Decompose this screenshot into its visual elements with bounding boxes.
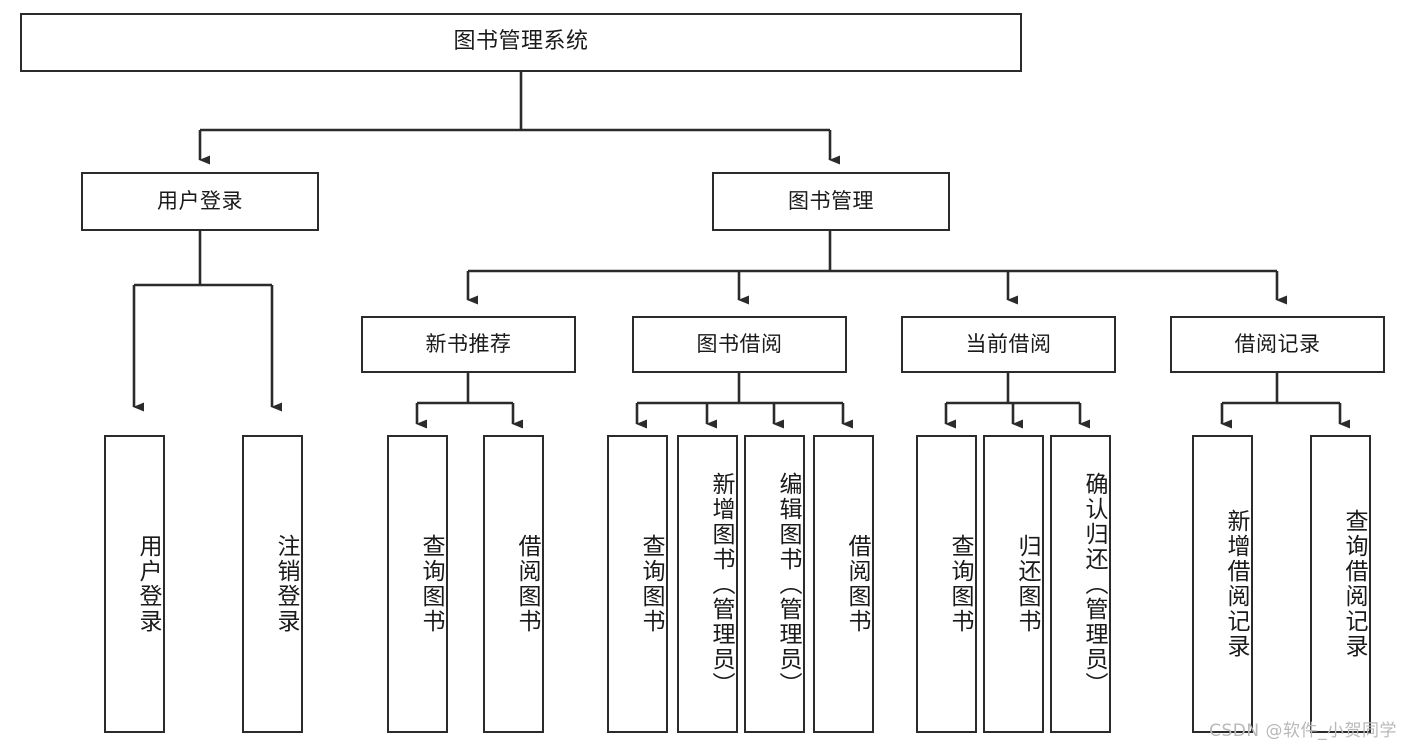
node-label: 用户登录 — [157, 188, 243, 213]
node-label: 查询图书 — [638, 534, 664, 634]
node-user-login[interactable]: 用户登录 — [81, 172, 319, 231]
node-book-borrow[interactable]: 图书借阅 — [632, 316, 847, 373]
node-leaf-query-book-1[interactable]: 查询图书 — [387, 435, 448, 733]
node-borrow-record[interactable]: 借阅记录 — [1170, 316, 1385, 373]
node-leaf-query-book-3[interactable]: 查询图书 — [916, 435, 977, 733]
node-label: 用户登录 — [135, 534, 161, 634]
node-label: 图书借阅 — [696, 331, 783, 356]
node-leaf-return-book[interactable]: 归还图书 — [983, 435, 1044, 733]
node-leaf-query-book-2[interactable]: 查询图书 — [607, 435, 668, 733]
node-label: 查询图书 — [418, 534, 444, 634]
node-current-borrow[interactable]: 当前借阅 — [901, 316, 1116, 373]
node-label: 借阅图书 — [514, 534, 540, 634]
node-label: 借阅记录 — [1234, 331, 1321, 356]
node-new-book-recommend[interactable]: 新书推荐 — [361, 316, 576, 373]
node-label: 新增图书（管理员） — [708, 471, 734, 697]
node-leaf-edit-book[interactable]: 编辑图书（管理员） — [744, 435, 805, 733]
node-label: 图书管理 — [788, 188, 874, 213]
node-label: 归还图书 — [1014, 534, 1040, 634]
node-leaf-borrow-book-1[interactable]: 借阅图书 — [483, 435, 544, 733]
node-label: 编辑图书（管理员） — [775, 471, 801, 697]
node-book-management[interactable]: 图书管理 — [712, 172, 950, 231]
node-label: 查询借阅记录 — [1341, 509, 1367, 659]
node-label: 查询图书 — [947, 534, 973, 634]
node-label: 确认归还（管理员） — [1081, 471, 1107, 697]
node-label: 当前借阅 — [965, 331, 1052, 356]
node-leaf-add-book[interactable]: 新增图书（管理员） — [677, 435, 738, 733]
node-leaf-borrow-book-2[interactable]: 借阅图书 — [813, 435, 874, 733]
watermark-text: CSDN @软件_小贺同学 — [1209, 721, 1397, 741]
node-leaf-logout[interactable]: 注销登录 — [242, 435, 303, 733]
node-label: 新增借阅记录 — [1223, 509, 1249, 659]
node-root-book-management-system[interactable]: 图书管理系统 — [20, 13, 1022, 72]
node-label: 新书推荐 — [425, 331, 512, 356]
node-leaf-query-record[interactable]: 查询借阅记录 — [1310, 435, 1371, 733]
node-leaf-user-login[interactable]: 用户登录 — [104, 435, 165, 733]
node-leaf-confirm-return[interactable]: 确认归还（管理员） — [1050, 435, 1111, 733]
node-leaf-add-record[interactable]: 新增借阅记录 — [1192, 435, 1253, 733]
node-label: 图书管理系统 — [453, 29, 589, 55]
node-label: 借阅图书 — [844, 534, 870, 634]
node-label: 注销登录 — [273, 534, 299, 634]
